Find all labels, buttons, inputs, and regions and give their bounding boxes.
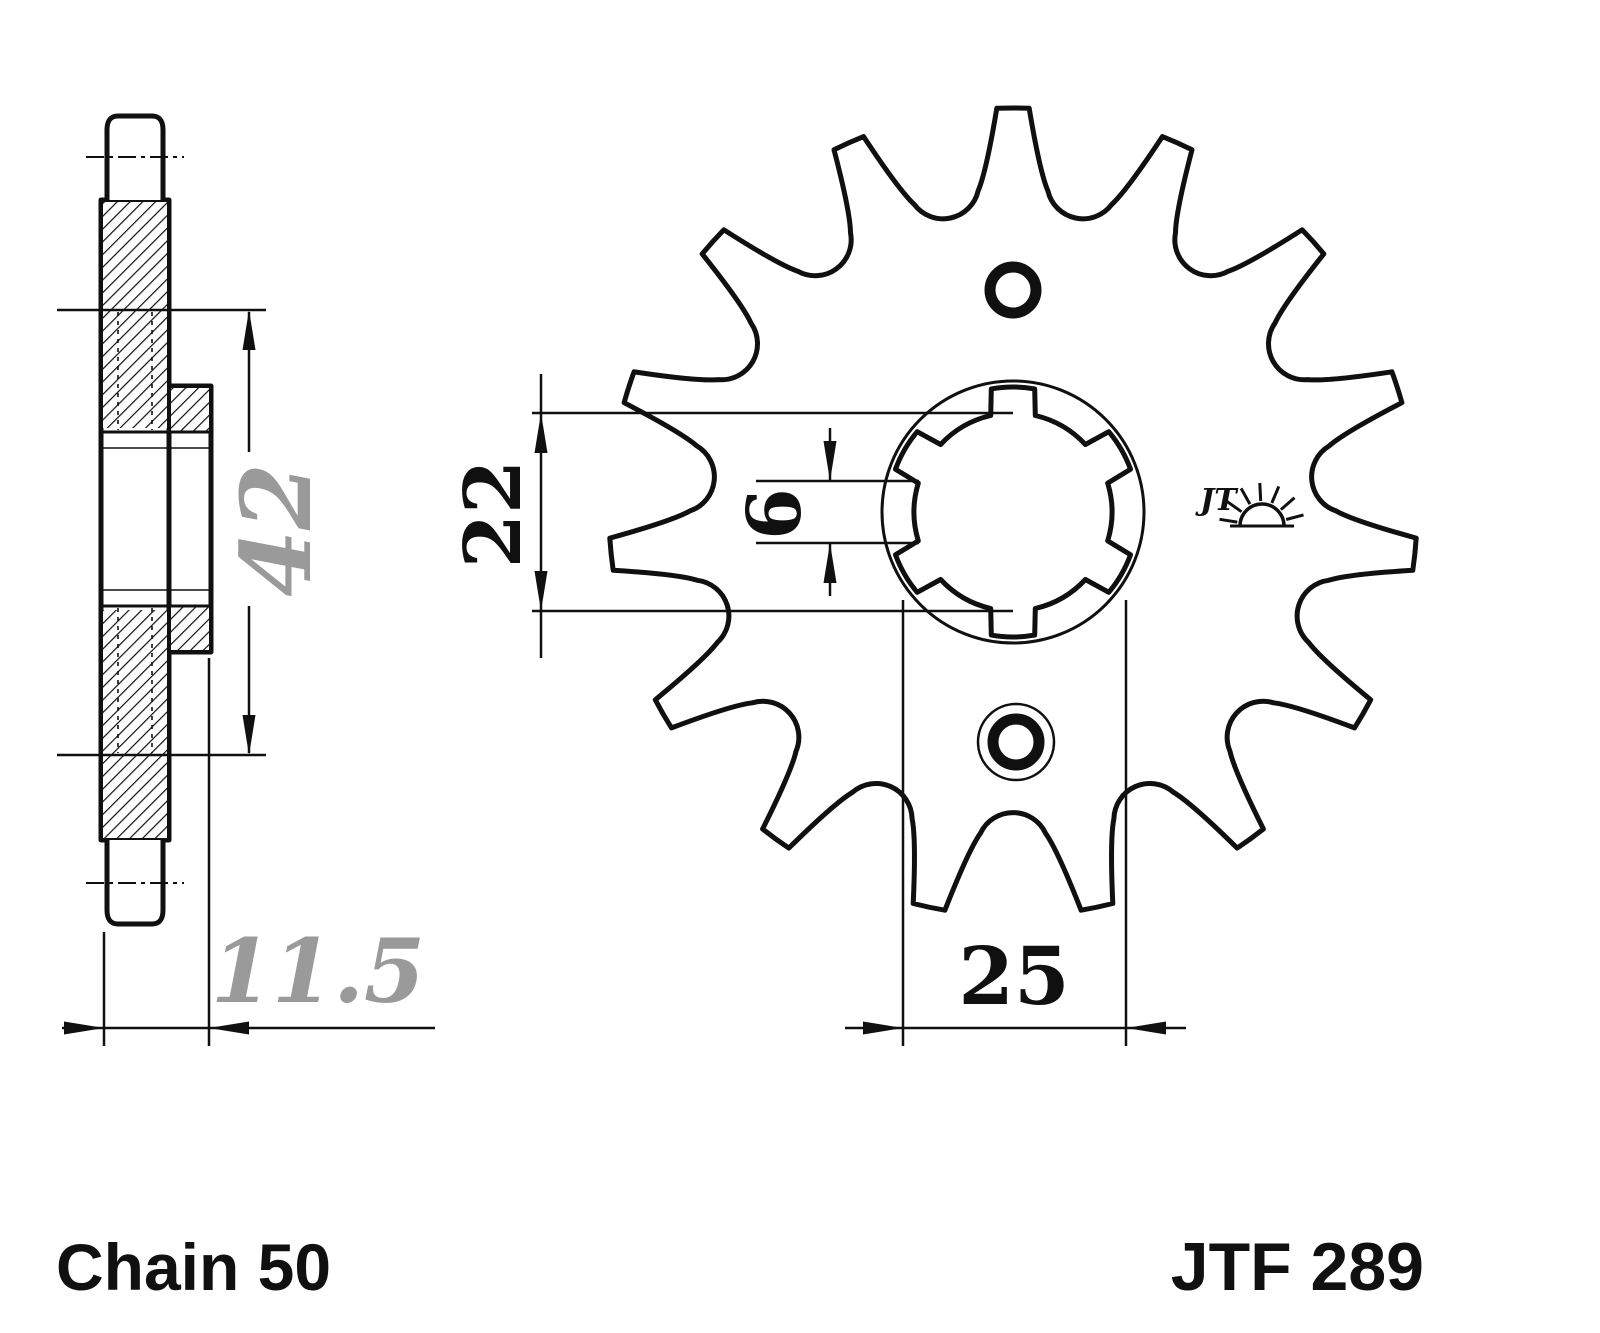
- dimension-arrow: [1126, 1021, 1166, 1035]
- sun-rays-icon: [1219, 482, 1304, 524]
- jt-logo: JT: [1195, 482, 1304, 528]
- dimension-arrow: [242, 715, 256, 755]
- jt-logo-text: JT: [1195, 483, 1239, 518]
- dimension-value-hub-diameter: 25: [958, 929, 1069, 1023]
- front-view: JT: [607, 105, 1419, 913]
- spline-bore-outline: [893, 384, 1133, 640]
- hatch-lower-hub: [171, 606, 209, 650]
- dimension-arrows: [64, 310, 1166, 1035]
- dimension-value-bore-diameter: 22: [448, 460, 539, 569]
- side-section-view: [86, 113, 214, 927]
- dimension-value-spline-width: 6: [732, 488, 818, 540]
- dimension-arrow: [823, 441, 837, 481]
- dimension-arrow: [209, 1021, 249, 1035]
- hatch-lower-plate: [103, 610, 167, 838]
- lightening-hole-top: [984, 261, 1042, 319]
- hatch-upper-hub: [171, 388, 209, 432]
- chain-size-label: Chain 50: [56, 1230, 331, 1304]
- sun-dome-icon: [1238, 502, 1286, 527]
- side-view-dimensions: 42 11.5: [57, 308, 435, 1046]
- hole-counterbore-circle: [976, 702, 1056, 782]
- dimension-arrow: [534, 413, 548, 453]
- dimension-arrow: [534, 571, 548, 611]
- hatch-upper-plate: [103, 202, 167, 428]
- dimension-arrow: [863, 1021, 903, 1035]
- hub-circle: [880, 379, 1146, 645]
- dimension-value-overall-width: 11.5: [211, 919, 425, 1023]
- dimension-arrow: [64, 1021, 104, 1035]
- dimension-value-pitch-diameter: 42: [220, 463, 333, 597]
- part-number-label: JTF 289: [1171, 1229, 1424, 1305]
- dimension-arrow: [242, 310, 256, 350]
- front-view-dimensions: 22 6 25: [64, 310, 1186, 1046]
- lightening-hole-bottom: [987, 713, 1045, 771]
- dimension-arrow: [823, 543, 837, 583]
